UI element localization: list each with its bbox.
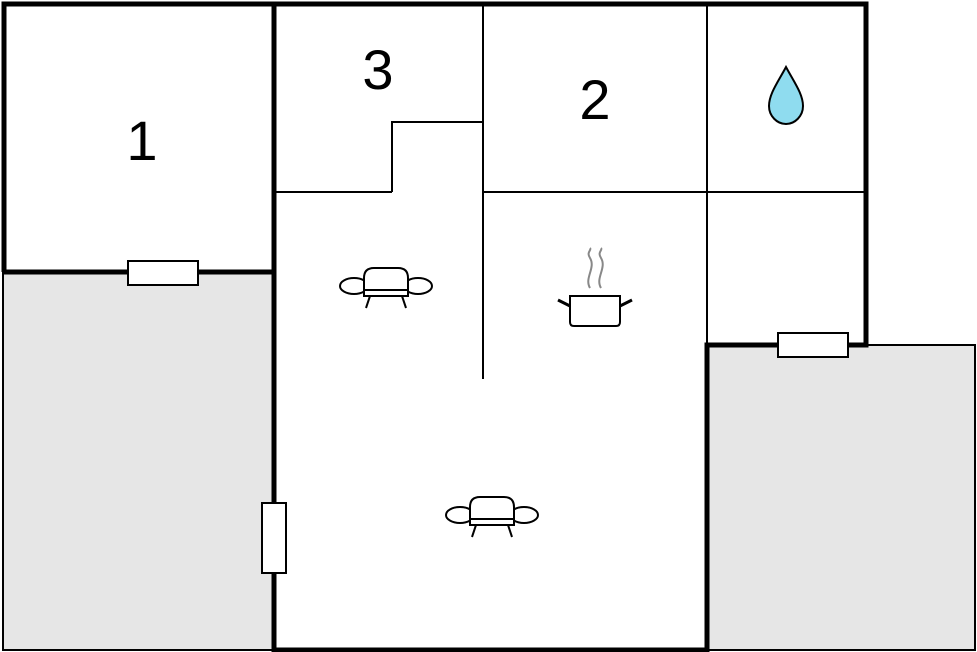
cooking-pot-icon (557, 247, 633, 327)
terrace-right (707, 345, 975, 650)
sofa-icon (445, 496, 539, 538)
room-label-1: 1 (126, 109, 157, 172)
water-drop-icon (767, 64, 805, 126)
door-terrace-right (777, 332, 849, 358)
terrace-left (3, 272, 274, 650)
outer-walls (1, 1, 869, 652)
room-label-2: 2 (579, 68, 610, 131)
sofa-icon (339, 267, 433, 309)
interior-walls (274, 5, 865, 379)
door-terrace-left-side (261, 502, 287, 574)
door-terrace-left-top (127, 260, 199, 286)
terrace-left-outline (2, 272, 274, 651)
room-label-3: 3 (362, 38, 393, 101)
